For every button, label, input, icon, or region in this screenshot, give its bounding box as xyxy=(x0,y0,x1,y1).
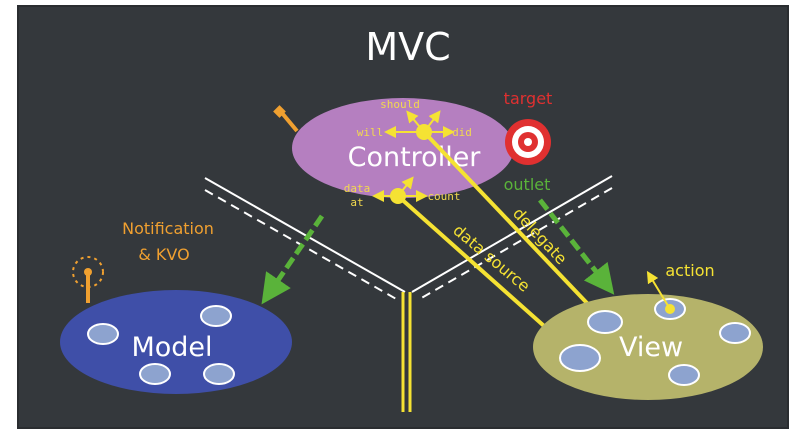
target-icon xyxy=(505,119,551,165)
view-subview xyxy=(559,344,601,372)
model-label: Model xyxy=(131,332,212,363)
action-arrow-icon xyxy=(646,270,675,314)
action-label: action xyxy=(665,261,714,280)
delegate-word-will: will xyxy=(357,126,384,139)
view-subview xyxy=(668,364,700,386)
model-subobject xyxy=(87,323,119,345)
notification-label-line1: Notification xyxy=(122,219,214,238)
road-divider-right xyxy=(411,175,613,301)
notification-label-line2: & KVO xyxy=(138,245,189,264)
delegate-word-should: should xyxy=(380,98,420,111)
outlet-label: outlet xyxy=(504,175,551,194)
outlet-arrow xyxy=(538,198,615,295)
road-divider-center xyxy=(401,292,412,412)
model-ellipse xyxy=(60,290,292,394)
delegate-line xyxy=(422,130,607,324)
datasource-word-at: at xyxy=(350,196,363,209)
controller-antenna-icon xyxy=(273,105,299,133)
view-subviews xyxy=(559,298,751,386)
controller-model-arrow xyxy=(261,214,325,305)
model-subobjects xyxy=(87,305,235,385)
datasource-word-data: data xyxy=(344,182,371,195)
model-subobject xyxy=(200,305,232,327)
diagram-title: MVC xyxy=(365,25,450,69)
model-radio-antenna-icon xyxy=(72,256,104,303)
model-subobject xyxy=(139,363,171,385)
view-subview xyxy=(587,310,623,334)
target-label: target xyxy=(504,89,553,108)
model-subobject xyxy=(203,363,235,385)
view-subview xyxy=(719,322,751,344)
controller-ellipse xyxy=(292,98,514,198)
delegate-word-did: did xyxy=(452,126,472,139)
datasource-word-count: count xyxy=(427,190,460,203)
view-label: View xyxy=(619,332,683,363)
